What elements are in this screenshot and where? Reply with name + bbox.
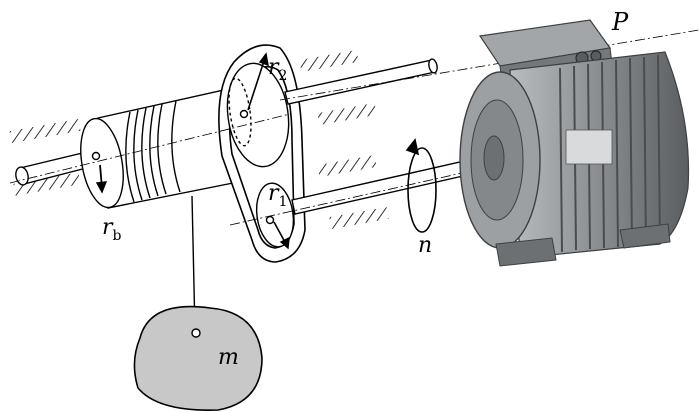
lower-shaft bbox=[291, 161, 464, 215]
power-label: P bbox=[611, 8, 629, 36]
small-pulley-icon bbox=[255, 182, 295, 250]
small-pulley-radius-label: r1 bbox=[268, 181, 287, 210]
bearing-left bbox=[9, 119, 81, 196]
drum-radius-label: rb bbox=[102, 215, 122, 244]
rope-drum-icon bbox=[80, 89, 249, 209]
electric-motor-icon bbox=[459, 19, 690, 267]
mass-blob-icon bbox=[133, 305, 263, 411]
bearing-lower bbox=[317, 155, 389, 229]
bearing-upper bbox=[299, 50, 377, 125]
large-pulley-radius-label: r2 bbox=[268, 55, 287, 84]
speed-label: n bbox=[418, 233, 432, 258]
large-pulley-icon bbox=[226, 52, 290, 168]
rotation-arrow-icon bbox=[405, 138, 437, 233]
mass-label: m bbox=[218, 345, 239, 370]
